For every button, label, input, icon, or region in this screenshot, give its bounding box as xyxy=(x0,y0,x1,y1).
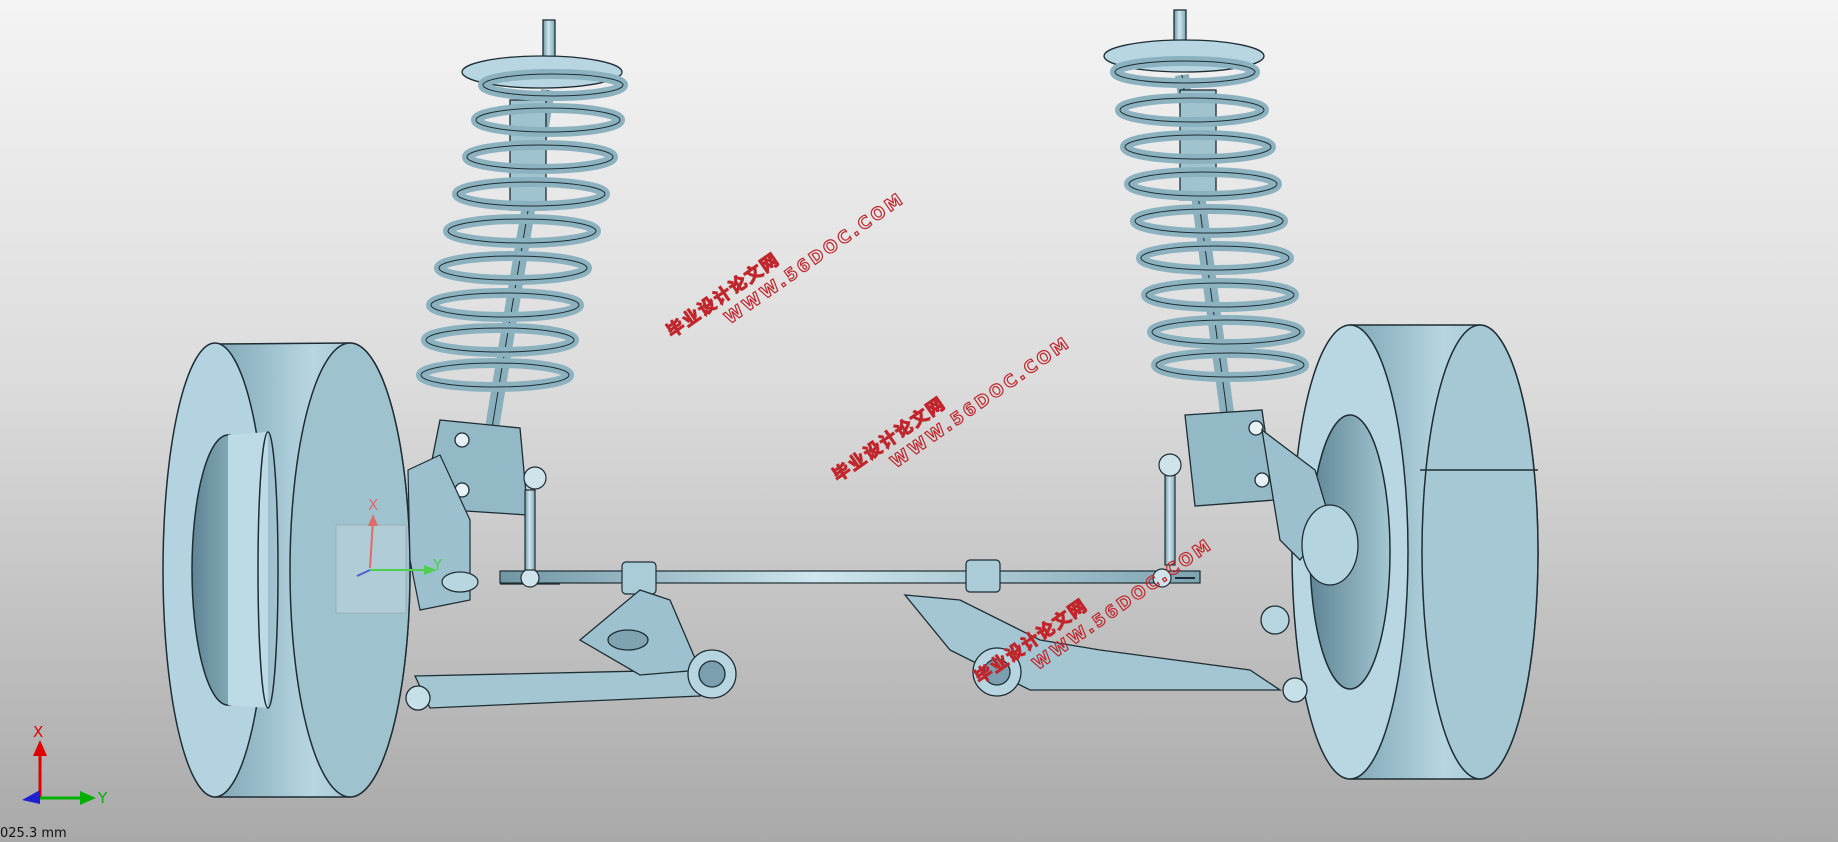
view-triad[interactable]: X Y xyxy=(22,723,108,807)
right-control-arm[interactable] xyxy=(903,594,1308,703)
watermark-url: WWW.56DOC.COM xyxy=(721,189,909,329)
left-knuckle[interactable] xyxy=(407,454,479,611)
origin-x-label: X xyxy=(368,496,378,514)
origin-y-label: Y xyxy=(432,556,443,574)
origin-x-axis xyxy=(369,519,374,569)
left-tire[interactable] xyxy=(162,342,411,798)
triad-z-axis xyxy=(22,790,40,804)
triad-y-label: Y xyxy=(97,789,108,807)
triad-x-label: X xyxy=(33,723,43,741)
watermark-url: WWW.56DOC.COM xyxy=(887,333,1075,473)
steering-rack[interactable] xyxy=(499,453,1201,595)
origin-triad: X Y xyxy=(335,496,443,614)
left-strut[interactable] xyxy=(416,19,628,516)
scale-readout: 025.3 mm xyxy=(0,826,67,841)
right-strut[interactable] xyxy=(1103,9,1359,586)
right-tire[interactable] xyxy=(1291,324,1539,780)
watermark-2: 毕业设计论文网 WWW.56DOC.COM xyxy=(828,332,1075,487)
left-control-arm[interactable] xyxy=(405,589,737,711)
watermark-1: 毕业设计论文网 WWW.56DOC.COM xyxy=(662,188,909,343)
